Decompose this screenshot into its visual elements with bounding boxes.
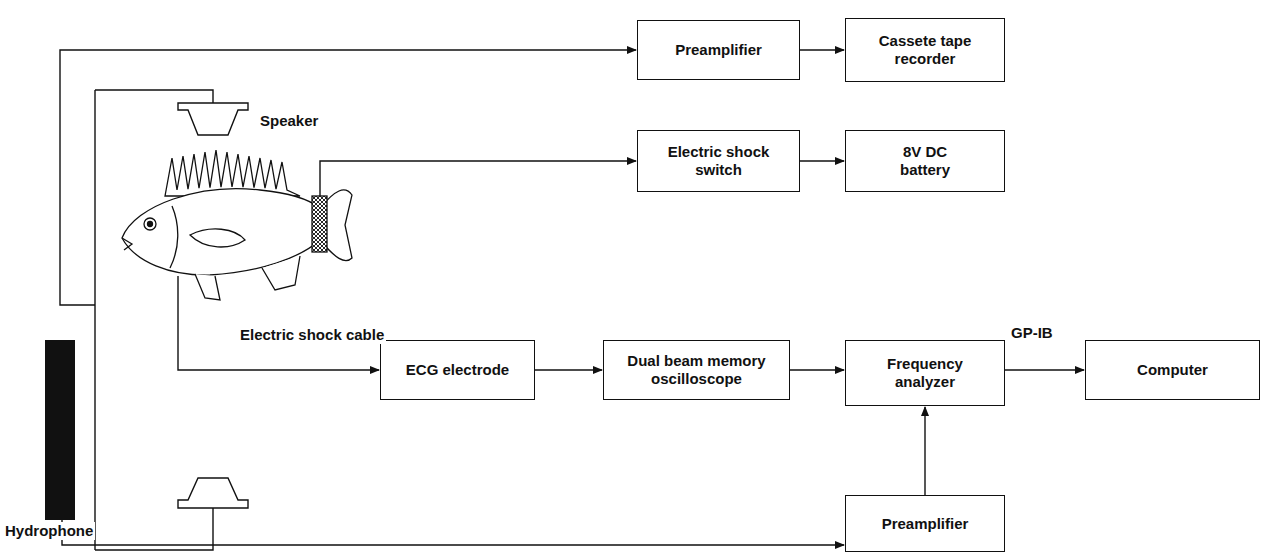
process-box: Computer — [1085, 340, 1260, 400]
speaker-symbol — [178, 103, 248, 135]
bus-label: GP-IB — [1009, 324, 1055, 342]
box-text: Dual beam memory oscilloscope — [622, 352, 772, 388]
process-box: Preamplifier — [637, 20, 800, 80]
part-label: Speaker — [258, 112, 320, 130]
process-box: 8V DC battery — [845, 130, 1005, 192]
box-text: Preamplifier — [675, 41, 762, 59]
signal-arrow — [790, 369, 844, 370]
signal-arrow — [800, 49, 844, 50]
fish-illustration — [122, 150, 352, 300]
box-text: Computer — [1137, 361, 1208, 379]
process-box: Cassete tape recorder — [845, 18, 1005, 82]
box-text: ECG electrode — [406, 361, 509, 379]
signal-arrow — [535, 369, 602, 370]
process-box: Preamplifier — [845, 495, 1005, 552]
process-box: Dual beam memory oscilloscope — [603, 340, 790, 400]
signal-arrow — [924, 407, 925, 495]
process-box: ECG electrode — [380, 340, 535, 400]
signal-arrow — [800, 160, 844, 161]
box-text: 8V DC battery — [890, 143, 960, 179]
box-text: Preamplifier — [882, 515, 969, 533]
box-text: Frequency analyzer — [875, 355, 975, 391]
box-text: Cassete tape recorder — [870, 32, 980, 68]
process-box: Frequency analyzer — [845, 340, 1005, 406]
part-label: Hydrophone — [3, 522, 95, 540]
signal-wires — [60, 50, 844, 550]
box-text: Electric shock switch — [659, 143, 779, 179]
hydrophone-symbol — [45, 340, 75, 520]
part-label: Electric shock cable — [238, 326, 386, 344]
speaker-symbol — [178, 478, 248, 508]
process-box: Electric shock switch — [637, 130, 800, 192]
signal-arrow — [1005, 369, 1084, 370]
